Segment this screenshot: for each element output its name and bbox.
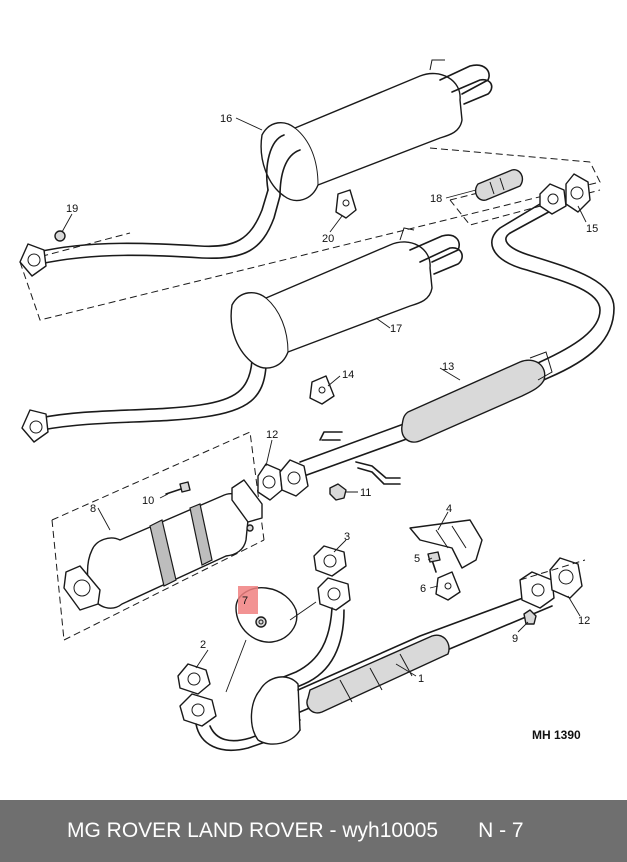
sleeve-18-rings [489, 177, 505, 195]
rear-silencer-inlet [265, 134, 301, 197]
bolt-5-head [427, 551, 441, 563]
nut-7-bore [258, 619, 264, 625]
callout-10: 10 [142, 495, 154, 507]
callout-8: 8 [90, 503, 96, 515]
gasket-3 [313, 545, 347, 577]
catalyst-stud [246, 524, 254, 532]
rubber-14-hole [318, 386, 326, 394]
drawing-reference: MH 1390 [532, 728, 581, 742]
footer-title: MG ROVER LAND ROVER - wyh10005 [67, 819, 439, 842]
front-pipe-upper-flange [317, 577, 351, 611]
nut-7 [255, 616, 267, 628]
callout-15: 15 [586, 223, 598, 235]
leader-lines [61, 117, 587, 677]
callout-5: 5 [414, 553, 420, 565]
gasket-12-upper [257, 463, 283, 501]
front-pipe-1-branch-lower [195, 719, 301, 752]
detail-7-leaders [225, 601, 317, 693]
bracket-4-ribs [435, 525, 467, 549]
catalyst-outlet-flange [279, 459, 309, 497]
callout-16: 16 [220, 113, 232, 125]
callout-3: 3 [344, 531, 350, 543]
callout-14: 14 [342, 369, 354, 381]
outlet-flange-hole [287, 471, 301, 485]
middle-flange-hole [29, 420, 43, 434]
footer-bar: MG ROVER LAND ROVER - wyh10005 N - 7 [0, 800, 627, 862]
callout-17: 17 [390, 323, 402, 335]
mounting-rubber-6 [435, 571, 461, 601]
silencer-17 [230, 241, 433, 369]
silencer-17-seam [265, 297, 289, 353]
tailpipe-sleeve-18 [474, 169, 524, 201]
front-upper-flange-hole [327, 587, 341, 601]
mounting-rubber-20 [335, 189, 357, 219]
center-flange-hole [547, 193, 559, 205]
center-pipe-13 [299, 197, 615, 477]
callout-12-lower: 12 [578, 615, 590, 627]
exhaust-system-diagram: 16 19 20 18 15 17 13 14 12 8 10 11 4 5 6… [19, 59, 615, 752]
gasket-12-lower [549, 557, 583, 599]
callout-11: 11 [360, 487, 371, 499]
catalyst-band-2 [189, 503, 213, 566]
catalyst-outlet-flange-left [231, 479, 263, 523]
rear-hanger-bracket [429, 59, 445, 71]
mounting-rubber-14 [309, 375, 335, 405]
nut-9 [523, 609, 537, 625]
callout-7: 7 [242, 595, 248, 607]
upper-group-outline [19, 147, 601, 321]
gasket-12-lower-hole [558, 569, 574, 585]
callout-20: 20 [322, 233, 334, 245]
resonator-13 [401, 359, 546, 443]
gasket-3-hole [323, 554, 337, 568]
silencer-17-tailpipes [409, 234, 463, 275]
gasket-12-hole [262, 475, 276, 489]
rubber-6-hole [444, 582, 452, 590]
upper-intermediate-pipe [37, 189, 281, 265]
callout-12-upper: 12 [266, 429, 278, 441]
callout-4: 4 [446, 503, 452, 515]
resonator-13-end [529, 351, 553, 381]
catalyst-inlet-hole [73, 579, 91, 597]
silencer-17-hanger [399, 227, 415, 241]
part-7-highlight [238, 586, 258, 614]
gasket-2 [177, 663, 211, 695]
heat-shield-bracket-upper [319, 431, 343, 441]
front-lower-flange-hole [191, 703, 205, 717]
hanger-bracket-4 [409, 519, 483, 569]
upper-flange-hole [27, 253, 41, 267]
nut-11 [329, 483, 347, 501]
gasket-12-lower-dash [519, 559, 586, 581]
front-rear-flange-hole [531, 583, 545, 597]
catalyst-band [149, 519, 177, 587]
rear-silencer-16 [260, 72, 463, 202]
heat-shield-bracket-lower [355, 461, 401, 485]
front-pipe-1-flexi [306, 634, 450, 714]
middle-pipe-flange [21, 409, 49, 443]
callout-13: 13 [442, 361, 454, 373]
footer-part-code: N - 7 [478, 819, 524, 842]
bolt-10-head [179, 481, 191, 493]
catalyst-inlet-flange [63, 565, 101, 611]
front-pipe-rear-flange [519, 571, 555, 609]
front-pipe-lower-flange [179, 693, 217, 727]
callout-2: 2 [200, 639, 206, 651]
front-pipe-1-collector [250, 676, 301, 745]
gasket-15-hole [570, 186, 584, 200]
rear-silencer-seam [294, 127, 319, 186]
callout-18: 18 [430, 193, 442, 205]
rear-tailpipes [439, 64, 493, 105]
nut-19 [54, 230, 66, 242]
callout-9: 9 [512, 633, 518, 645]
upper-pipe-flange [19, 243, 47, 277]
callout-1: 1 [418, 673, 424, 685]
front-pipe-1-branch-upper [275, 607, 345, 691]
center-pipe-flange [539, 183, 567, 215]
intermediate-pipe-17 [39, 359, 267, 431]
callout-19: 19 [66, 203, 78, 215]
gasket-2-hole [187, 672, 201, 686]
rubber-20-hole [342, 199, 350, 207]
callout-6: 6 [420, 583, 426, 595]
